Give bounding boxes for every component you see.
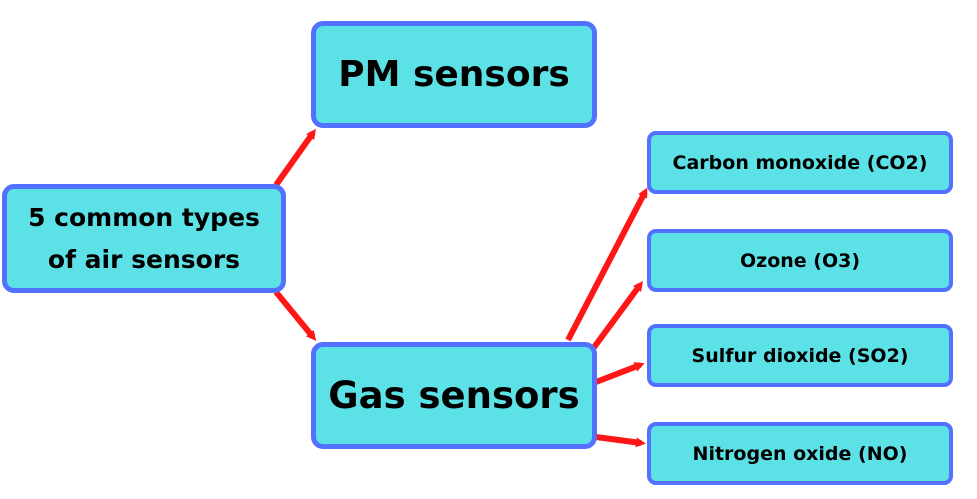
pm-sensors-label: PM sensors	[338, 54, 570, 95]
root-node: 5 common types of air sensors	[2, 184, 286, 293]
arrow-gas-to-no	[595, 434, 646, 448]
root-node-label: 5 common types of air sensors	[28, 202, 260, 274]
arrow-gas-to-co2	[565, 187, 648, 342]
nitrogen-oxide-label: Nitrogen oxide (NO)	[692, 442, 908, 465]
arrow-gas-to-o3	[589, 280, 643, 352]
carbon-monoxide-node: Carbon monoxide (CO2)	[647, 131, 953, 194]
gas-sensors-label: Gas sensors	[328, 374, 580, 417]
gas-sensors-node: Gas sensors	[311, 342, 597, 449]
arrow-root-to-pm	[273, 128, 316, 187]
arrow-gas-to-so2	[594, 362, 645, 385]
ozone-node: Ozone (O3)	[647, 229, 953, 292]
sulfur-dioxide-label: Sulfur dioxide (SO2)	[691, 344, 909, 367]
sulfur-dioxide-node: Sulfur dioxide (SO2)	[647, 324, 953, 387]
carbon-monoxide-label: Carbon monoxide (CO2)	[672, 151, 928, 174]
arrow-root-to-gas	[273, 290, 317, 341]
pm-sensors-node: PM sensors	[311, 21, 597, 128]
nitrogen-oxide-node: Nitrogen oxide (NO)	[647, 422, 953, 485]
ozone-label: Ozone (O3)	[739, 249, 861, 272]
